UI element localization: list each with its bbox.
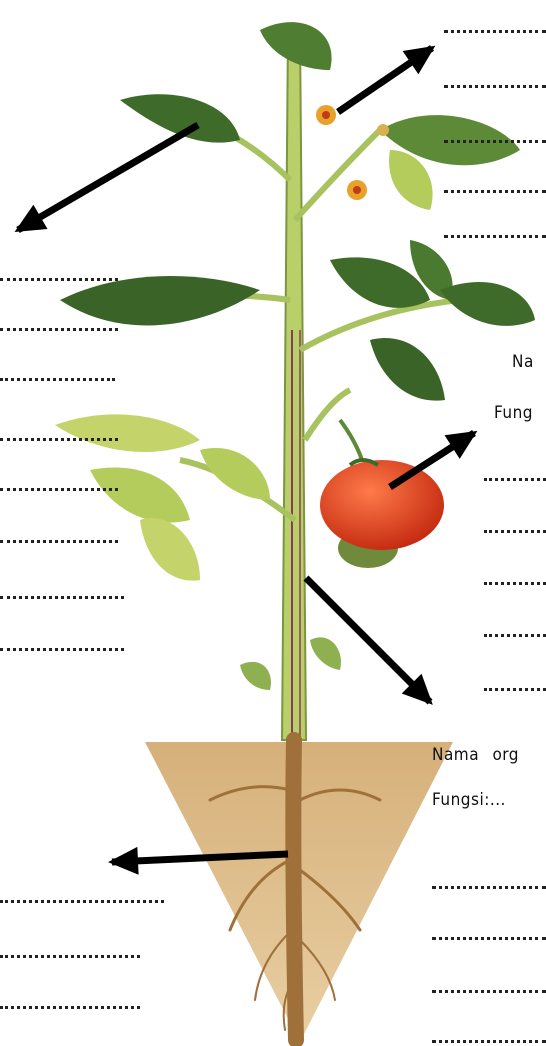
leaf (200, 448, 270, 500)
leaf (370, 338, 445, 401)
answer-line (0, 378, 115, 381)
leaf (240, 662, 271, 690)
answer-line (484, 634, 546, 637)
answer-line (444, 30, 546, 33)
leaf (60, 276, 260, 325)
arrow-icon (18, 125, 198, 230)
leaf (55, 414, 200, 452)
stem-name-label: Nama org (432, 745, 519, 765)
answer-line (0, 438, 118, 441)
answer-line (0, 596, 124, 599)
leaf (389, 150, 433, 210)
fruit-function-label: Fung (494, 403, 533, 423)
answer-line (432, 990, 546, 993)
answer-line (0, 488, 118, 491)
answer-line (484, 688, 546, 691)
fruit-name-label: Na (512, 352, 534, 372)
stem (282, 30, 306, 740)
leaf (310, 637, 341, 670)
answer-line (484, 478, 546, 481)
answer-line (0, 648, 124, 651)
answer-line (432, 886, 546, 889)
answer-line (0, 1006, 140, 1009)
arrow-head-icon (108, 847, 139, 875)
answer-line (444, 140, 546, 143)
leaf (90, 467, 190, 522)
answer-line (0, 955, 140, 958)
answer-line (484, 582, 546, 585)
flower (377, 124, 389, 136)
answer-line (444, 235, 546, 238)
answer-line (0, 328, 118, 331)
answer-line (432, 937, 546, 940)
leaf (440, 282, 535, 326)
answer-line (0, 540, 118, 543)
answer-line (444, 190, 546, 193)
answer-line (0, 900, 164, 903)
tomato-fruit (320, 420, 444, 568)
answer-line (0, 278, 118, 281)
arrow-head-icon (403, 46, 436, 74)
answer-line (432, 1040, 546, 1043)
leaf (260, 22, 332, 70)
stem-function-label: Fungsi:... (432, 790, 506, 810)
answer-line (444, 85, 546, 88)
leaf (140, 518, 200, 581)
answer-line (484, 530, 546, 533)
